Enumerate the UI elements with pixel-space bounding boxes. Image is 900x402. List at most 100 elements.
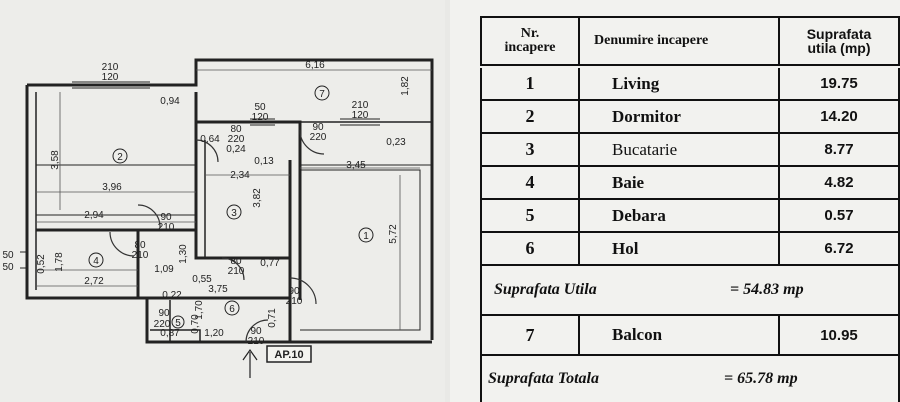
grand-total-value: = 65.78 mp	[724, 370, 798, 387]
room-nr: 3	[482, 134, 580, 165]
room-name: Hol	[580, 233, 780, 264]
header-nr: Nr. incapere	[482, 18, 580, 64]
dim-text: 1,20	[204, 328, 224, 339]
dim-text: 220	[154, 319, 171, 330]
floor-plan: 210 120 6,16 1,82 0,94 50 120 210 120 80…	[0, 0, 445, 402]
dim-text: 0,77	[260, 258, 280, 269]
apartment-label: AP.10	[274, 349, 303, 361]
dim-text: 1,09	[154, 264, 174, 275]
room-name: Balcon	[580, 316, 780, 354]
dim-text: 210	[248, 336, 265, 347]
dim-text: 210	[286, 296, 303, 307]
dim-text: 0,94	[160, 96, 180, 107]
room-area: 19.75	[820, 75, 858, 92]
dim-text: 80	[230, 256, 242, 267]
dim-text: 80	[230, 124, 242, 135]
room-number: 2	[117, 152, 123, 163]
grand-total-row: Suprafata Totala = 65.78 mp	[480, 356, 900, 402]
room-name: Living	[580, 68, 780, 99]
dim-text: 3,82	[252, 188, 263, 208]
dim-text: 1,82	[400, 76, 411, 96]
room-nr: 1	[482, 68, 580, 99]
header-nr-line2: incapere	[504, 40, 556, 55]
dim-text: 90	[250, 326, 262, 337]
dim-text: 50	[2, 262, 14, 273]
dim-text: 90	[160, 212, 172, 223]
room-number: 6	[229, 304, 235, 315]
floor-plan-drawing: 210 120 6,16 1,82 0,94 50 120 210 120 80…	[2, 58, 434, 378]
dimension-lines	[36, 69, 432, 330]
room-area: 14.20	[820, 108, 858, 125]
dim-text: 220	[228, 134, 245, 145]
dim-text: 210	[132, 250, 149, 261]
dim-text: 2,72	[84, 276, 104, 287]
table-row: 4 Baie 4.82	[480, 167, 900, 200]
entrance-arrow-icon	[242, 348, 258, 378]
table-row: 5 Debara 0.57	[480, 200, 900, 233]
header-area-line1: Suprafata	[806, 26, 872, 42]
table-header-row: Nr. incapere Denumire incapere Suprafata…	[480, 16, 900, 66]
dim-text: 0,55	[192, 274, 212, 285]
room-name: Dormitor	[580, 101, 780, 132]
grand-total-label: Suprafata Totala	[488, 370, 599, 387]
table-row: 2 Dormitor 14.20	[480, 101, 900, 134]
header-area: Suprafata utila (mp)	[780, 18, 898, 64]
dim-text: 80	[134, 240, 146, 251]
table-row: 1 Living 19.75	[480, 68, 900, 101]
dim-text: 6,16	[305, 60, 325, 71]
dim-text: 3,96	[102, 182, 122, 193]
dim-text: 1,30	[178, 244, 189, 264]
useful-total-label: Suprafata Utila	[494, 281, 597, 298]
room-area: 0.57	[824, 207, 854, 224]
room-name: Baie	[580, 167, 780, 198]
dim-text: 3,45	[346, 160, 366, 171]
dim-text: 0,22	[162, 290, 182, 301]
useful-total-value: = 54.83 mp	[730, 281, 804, 298]
table-row: 7 Balcon 10.95	[480, 316, 900, 356]
header-name: Denumire incapere	[580, 18, 780, 64]
room-nr: 2	[482, 101, 580, 132]
dim-text: 0,64	[200, 134, 220, 145]
room-nr: 5	[482, 200, 580, 231]
dim-text: 1,78	[54, 252, 65, 272]
dim-text: 2,94	[84, 210, 104, 221]
dim-text: 0,23	[386, 137, 406, 148]
useful-total-row: Suprafata Utila = 54.83 mp	[480, 266, 900, 316]
dim-text: 120	[352, 110, 369, 121]
doors	[109, 129, 325, 343]
dim-text: 2,34	[230, 170, 250, 181]
area-table-sheet: Nr. incapere Denumire incapere Suprafata…	[450, 0, 900, 402]
header-area-line2: utila (mp)	[807, 40, 871, 56]
windows	[20, 81, 380, 269]
table-row: 6 Hol 6.72	[480, 233, 900, 266]
room-markers: 1 2 3 4 5 6 7	[88, 85, 374, 329]
walls	[25, 58, 434, 344]
dim-text: 50	[2, 250, 14, 261]
apartment-label-box	[266, 345, 312, 363]
dim-text: 0,52	[36, 254, 47, 274]
dim-text: 5,72	[388, 224, 399, 244]
dim-text: 1,70	[194, 300, 205, 320]
room-number: 4	[93, 256, 99, 267]
dim-text: 3,75	[208, 284, 228, 295]
room-number: 3	[231, 208, 237, 219]
dim-text: 220	[310, 132, 327, 143]
dim-text: 90	[288, 286, 300, 297]
room-number: 7	[319, 89, 325, 100]
dim-text: 50	[254, 102, 266, 113]
dim-text: 90	[312, 122, 324, 133]
room-nr: 6	[482, 233, 580, 264]
room-number: 1	[363, 231, 369, 242]
dim-text: 0,71	[267, 308, 278, 328]
room-area: 10.95	[820, 326, 858, 344]
room-nr: 4	[482, 167, 580, 198]
dim-text: 210	[102, 62, 119, 73]
header-nr-line1: Nr.	[520, 26, 540, 41]
room-area: 4.82	[824, 174, 854, 191]
dim-text: 3,58	[50, 150, 61, 170]
dim-text: 120	[102, 72, 119, 83]
dim-text: 0,13	[254, 156, 274, 167]
table-row: 3 Bucatarie 8.77	[480, 134, 900, 167]
room-name: Bucatarie	[580, 134, 780, 165]
dim-text: 210	[228, 266, 245, 277]
